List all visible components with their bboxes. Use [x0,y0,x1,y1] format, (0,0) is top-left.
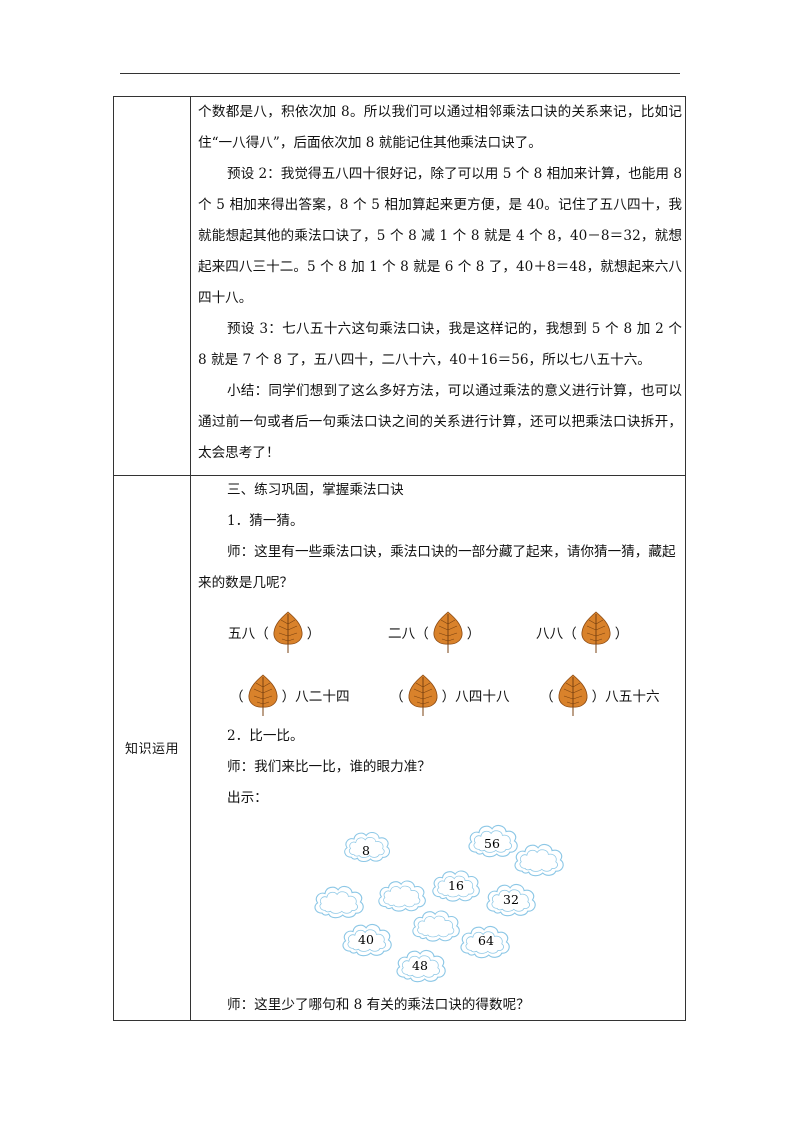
riddle-4-pre: （ [230,689,244,705]
item1-title: 1．猜一猜。 [227,513,304,529]
riddle-1-pre: 五八（ [228,626,269,642]
riddle-4-post: ）八二十四 [281,689,350,705]
section1-content: 个数都是八，积依次加 8。所以我们可以通过相邻乘法口诀的关系来记，比如记住“一八… [198,97,682,469]
row-divider [114,475,685,476]
leaf-icon [431,610,465,654]
riddle-5-pre: （ [390,689,404,705]
riddle-1-post: ） [306,626,321,642]
riddle-2-pre: 二八（ [388,626,429,642]
cloud-icon [314,885,364,919]
item2-title: 2．比一比。 [227,728,304,744]
cloud-number-56: 56 [484,836,500,851]
closing-question: 师：这里少了哪句和 8 有关的乘法口诀的得数呢？ [227,997,530,1013]
item2-teacher: 师：我们来比一比，谁的眼力准？ [227,759,431,775]
leaf-icon [246,673,280,717]
cloud-number-40: 40 [358,932,374,947]
riddle-1: 五八（ ） [228,610,320,654]
show-label: 出示： [227,790,268,806]
leaf-icon [271,610,305,654]
paragraph-preset-2: 预设 2：我觉得五八四十很好记，除了可以用 5 个 8 相加来计算，也能用 8 … [198,166,682,306]
lesson-table: 个数都是八，积依次加 8。所以我们可以通过相邻乘法口诀的关系来记，比如记住“一八… [113,96,686,1021]
section2-label: 知识运用 [124,742,179,757]
section2-label-cell: 知识运用 [114,475,190,1020]
riddle-2-post: ） [466,626,481,642]
item1-teacher: 师：这里有一些乘法口诀，乘法口诀的一部分藏了起来，请你猜一猜，藏起来的数是几呢？ [198,544,676,591]
cloud-icon [514,843,564,877]
paragraph-summary: 小结：同学们想到了这么多好方法，可以通过乘法的意义进行计算，也可以通过前一句或者… [198,383,682,461]
leaf-icon [556,673,590,717]
cloud-number-48: 48 [412,958,428,973]
cloud-number-8: 8 [362,843,370,858]
cloud-number-64: 64 [478,933,494,948]
cloud-number-32: 32 [503,892,519,907]
riddle-6: （ ）八五十六 [540,673,660,717]
riddle-5: （ ）八四十八 [390,673,510,717]
cloud-cluster: 8 56 16 32 40 64 48 [314,824,564,983]
paragraph-preset-3: 预设 3：七八五十六这句乘法口诀，我是这样记的，我想到 5 个 8 加 2 个 … [198,321,682,368]
riddle-3-post: ） [614,626,629,642]
cloud-icon [378,880,426,912]
riddle-6-post: ）八五十六 [591,689,660,705]
header-rule [120,73,680,74]
cloud-number-16: 16 [448,878,464,893]
section2-content: 三、练习巩固，掌握乘法口诀 1．猜一猜。 师：这里有一些乘法口诀，乘法口诀的一部… [198,475,682,814]
leaf-icon [579,610,613,654]
riddle-3-pre: 八八（ [536,626,577,642]
column-divider [190,97,191,1020]
cloud-icon [412,910,460,942]
riddle-6-pre: （ [540,689,554,705]
paragraph-continuation: 个数都是八，积依次加 8。所以我们可以通过相邻乘法口诀的关系来记，比如记住“一八… [198,104,682,151]
section2-heading: 三、练习巩固，掌握乘法口诀 [227,482,404,498]
riddle-2: 二八（ ） [388,610,480,654]
riddle-4: （ ）八二十四 [230,673,350,717]
riddle-5-post: ）八四十八 [441,689,510,705]
leaf-icon [406,673,440,717]
riddle-3: 八八（ ） [536,610,628,654]
